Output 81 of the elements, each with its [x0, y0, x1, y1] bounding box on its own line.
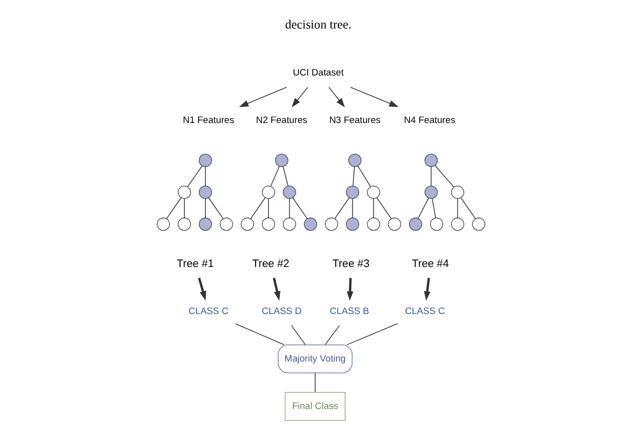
connector: [352, 198, 353, 218]
connector: [268, 198, 269, 218]
node-circle: [472, 218, 486, 231]
connector: [357, 165, 371, 188]
connector: [432, 198, 436, 218]
node-circle: [348, 154, 362, 167]
node-circle: [324, 218, 338, 231]
connector: [430, 166, 432, 186]
node-circle: [178, 186, 191, 199]
connector: [282, 166, 288, 187]
node-text: Tree #3: [332, 258, 370, 270]
connector: [292, 197, 308, 220]
arrow: [328, 86, 345, 108]
node-text: CLASS B: [330, 306, 370, 316]
connector: [289, 198, 290, 218]
connector: [418, 198, 429, 219]
node-circle: [198, 154, 212, 167]
node-circle: [198, 186, 212, 199]
node-circle: [424, 186, 438, 199]
connector: [208, 197, 224, 220]
arrow: [346, 278, 354, 301]
node-circle: [424, 154, 438, 167]
node-circle: [304, 218, 318, 231]
node-circle: [178, 218, 191, 231]
connector: [334, 197, 350, 220]
node-box: Final Class: [284, 392, 346, 421]
connector: [250, 197, 266, 220]
node-text: Tree #1: [176, 258, 214, 270]
connector: [324, 325, 340, 346]
node-box: Majority Voting: [278, 344, 353, 374]
node-circle: [282, 218, 296, 231]
node-circle: [408, 218, 422, 231]
node-circle: [275, 154, 288, 167]
connector: [205, 166, 206, 186]
connector: [205, 198, 206, 218]
node-text: N3 Features: [329, 115, 381, 126]
node-text: UCI Dataset: [292, 68, 344, 78]
node-circle: [240, 218, 254, 231]
connector: [346, 323, 398, 346]
node-circle: [262, 186, 276, 199]
node-circle: [346, 218, 360, 231]
connector: [376, 197, 392, 220]
node-circle: [220, 218, 234, 231]
connector: [184, 198, 185, 218]
node-circle: [156, 218, 170, 231]
node-text: Tree #2: [252, 258, 290, 270]
node-circle: [282, 186, 296, 199]
arrow: [239, 86, 287, 108]
connector: [270, 166, 280, 187]
node-text: N4 Features: [404, 115, 456, 126]
arrow: [424, 278, 430, 301]
arrow: [272, 278, 280, 301]
connector: [290, 325, 306, 346]
arrow: [198, 278, 206, 301]
connector: [434, 165, 454, 188]
node-text: CLASS C: [404, 306, 445, 316]
node-circle: [198, 218, 212, 231]
node-text: N1 Features: [182, 115, 234, 126]
node-circle: [451, 186, 464, 199]
node-text: Tree #4: [412, 258, 449, 270]
connector: [352, 166, 355, 186]
connector: [187, 165, 202, 188]
connector: [314, 372, 316, 393]
connector: [166, 197, 182, 220]
label: decision tree.: [285, 18, 352, 32]
node-circle: [262, 218, 276, 231]
node-text: CLASS C: [188, 306, 228, 316]
node-circle: [388, 218, 402, 231]
connector: [373, 198, 374, 218]
node-circle: [366, 218, 380, 231]
arrow: [292, 86, 308, 108]
node-circle: [366, 186, 380, 199]
connector: [460, 197, 476, 220]
node-circle: [346, 186, 360, 199]
node-circle: [451, 218, 464, 231]
node-circle: [430, 218, 444, 231]
arrow: [350, 86, 399, 108]
connector: [457, 198, 458, 218]
node-text: N2 Features: [256, 115, 308, 126]
node-text: CLASS D: [262, 306, 302, 316]
connector: [235, 323, 284, 346]
